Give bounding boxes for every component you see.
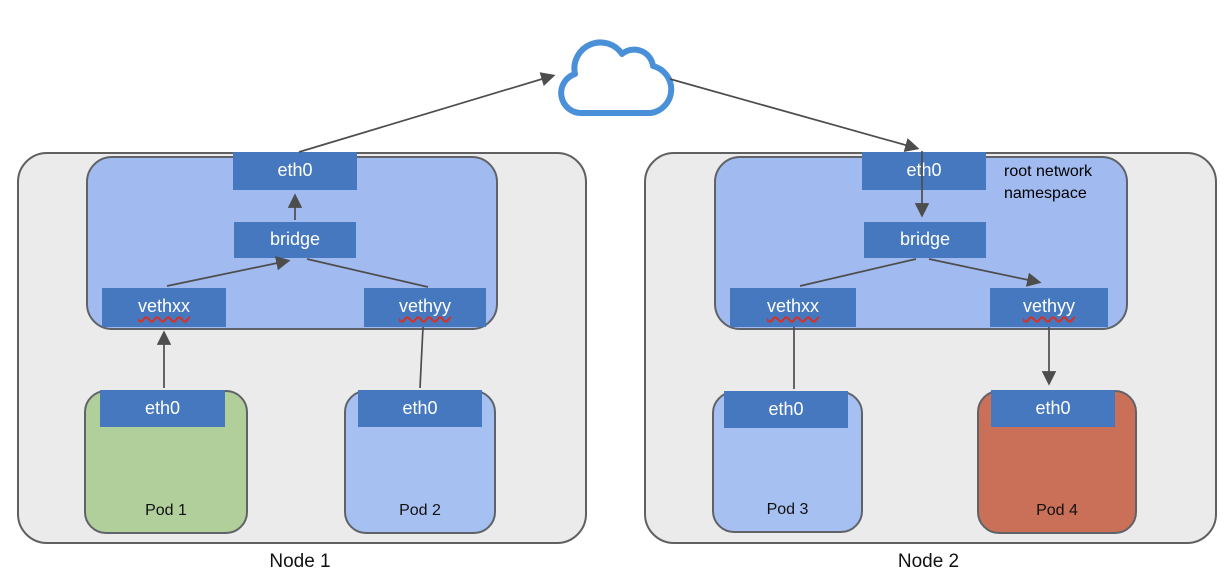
root-namespace-annotation: root network namespace bbox=[1004, 163, 1093, 202]
node2-vethyy-box: vethyy bbox=[990, 288, 1108, 327]
node-1-label: Node 1 bbox=[269, 551, 331, 572]
pod1-label: Pod 1 bbox=[145, 502, 187, 519]
pod4-label: Pod 4 bbox=[1036, 502, 1078, 519]
node-2: eth0 root network namespace bridge vethx… bbox=[644, 152, 1217, 544]
root-namespace-node2: eth0 root network namespace bridge vethx… bbox=[714, 152, 1128, 330]
node1-vethyy-box: vethyy bbox=[364, 288, 486, 327]
pod-4: eth0 Pod 4 bbox=[977, 390, 1137, 534]
node-1: eth0 bridge vethxx vethyy eth0 Pod 1 eth… bbox=[17, 152, 587, 544]
node2-eth0-box: eth0 bbox=[862, 152, 986, 190]
pod-2: eth0 Pod 2 bbox=[344, 390, 496, 534]
pod3-label: Pod 3 bbox=[766, 501, 809, 518]
node1-eth0-box: eth0 bbox=[233, 152, 357, 190]
node-2-label: Node 2 bbox=[897, 551, 960, 572]
node2-bridge-box: bridge bbox=[864, 222, 986, 258]
pod-1: eth0 Pod 1 bbox=[84, 390, 248, 534]
cloud-icon bbox=[558, 39, 675, 116]
node2-vethxx-box: vethxx bbox=[730, 288, 856, 327]
root-namespace-node1: eth0 bridge vethxx vethyy bbox=[86, 152, 498, 330]
pod2-eth0-box: eth0 bbox=[358, 390, 482, 427]
arrow-node1-eth0-to-cloud bbox=[298, 72, 556, 153]
arrow-cloud-to-node2-eth0 bbox=[669, 78, 920, 153]
pod2-label: Pod 2 bbox=[399, 502, 441, 519]
pod-3: eth0 Pod 3 bbox=[712, 391, 863, 533]
pod3-eth0-box: eth0 bbox=[724, 391, 848, 428]
node1-bridge-box: bridge bbox=[234, 222, 356, 258]
pod4-eth0-box: eth0 bbox=[991, 390, 1115, 427]
node1-vethxx-box: vethxx bbox=[102, 288, 226, 327]
pod1-eth0-box: eth0 bbox=[100, 390, 225, 427]
